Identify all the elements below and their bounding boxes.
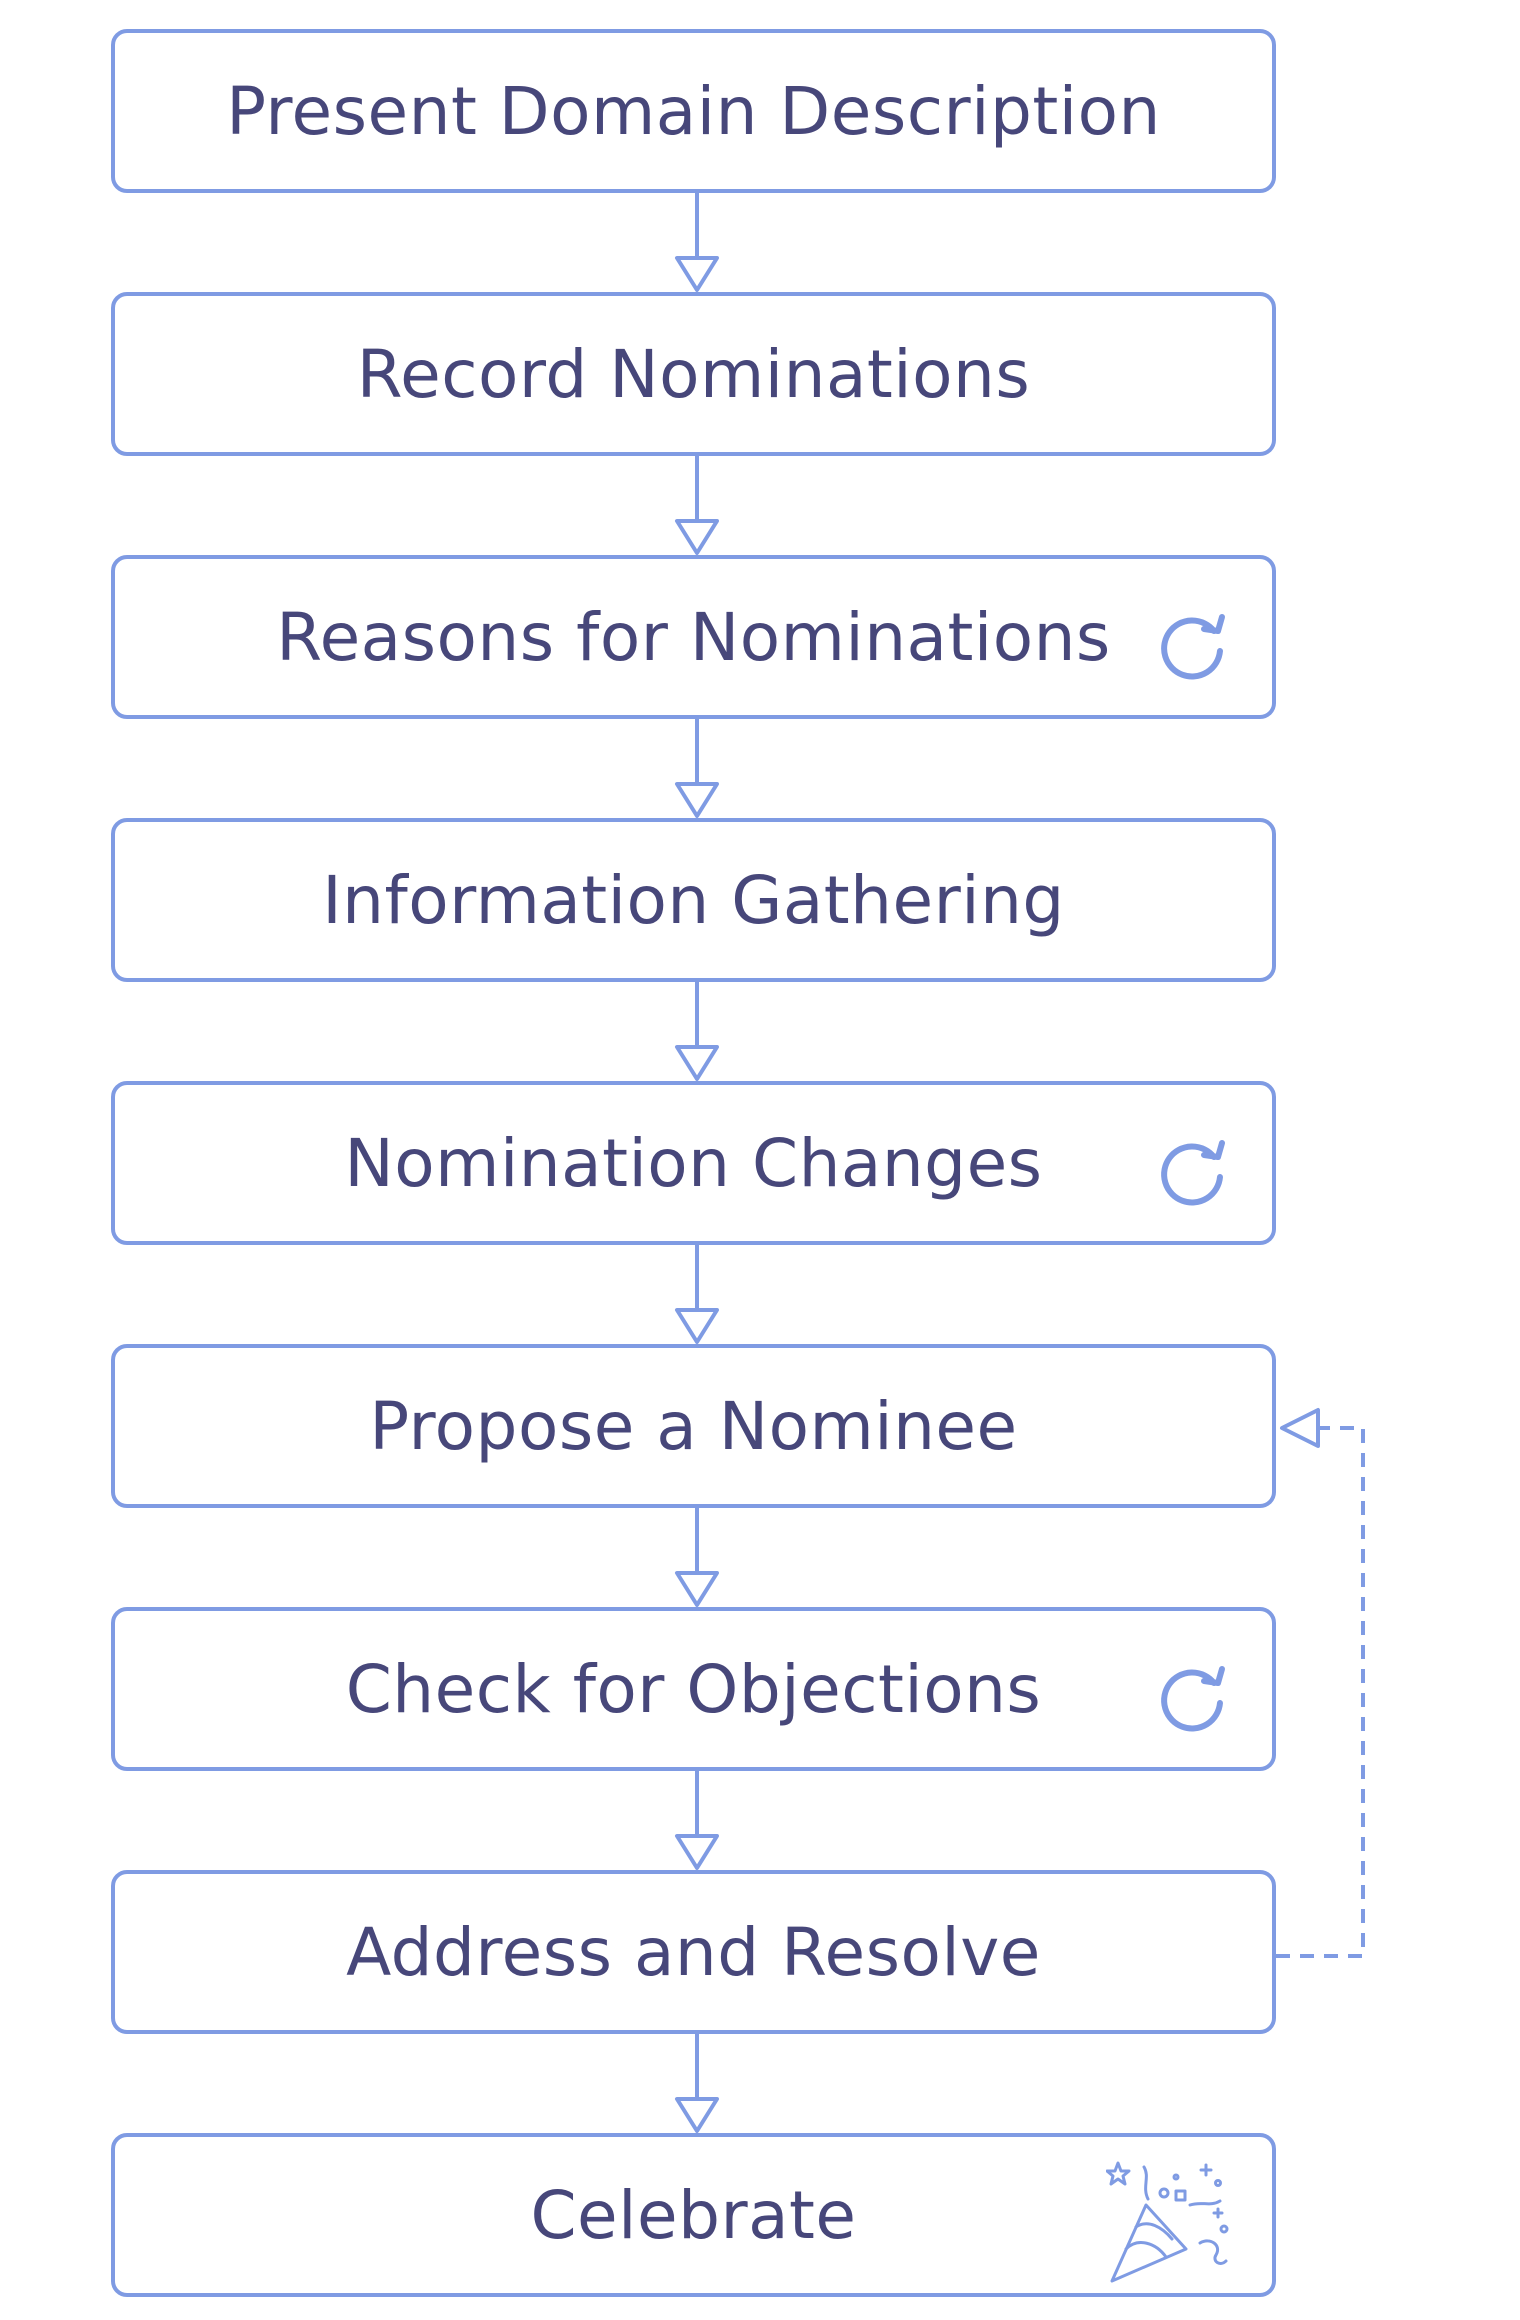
step-nomination-changes[interactable]: Nomination Changes [111, 1081, 1276, 1245]
connector-arrowhead [675, 1571, 719, 1607]
connector-arrowhead [675, 256, 719, 292]
step-label: Nomination Changes [344, 1124, 1043, 1202]
step-label: Propose a Nominee [369, 1387, 1018, 1465]
step-reasons-for-nominations[interactable]: Reasons for Nominations [111, 555, 1276, 719]
loop-back-arrowhead [1280, 1408, 1320, 1448]
step-label: Check for Objections [345, 1650, 1042, 1728]
step-label: Present Domain Description [226, 72, 1161, 150]
step-label: Reasons for Nominations [276, 598, 1111, 676]
step-propose-a-nominee[interactable]: Propose a Nominee [111, 1344, 1276, 1508]
connector-arrowhead [675, 782, 719, 818]
repeat-icon [1161, 1140, 1225, 1206]
step-address-and-resolve[interactable]: Address and Resolve [111, 1870, 1276, 2034]
step-label: Record Nominations [356, 335, 1031, 413]
connector-arrowhead [675, 519, 719, 555]
step-check-for-objections[interactable]: Check for Objections [111, 1607, 1276, 1771]
connector-arrowhead [675, 1834, 719, 1870]
connector-arrowhead [675, 1045, 719, 1081]
step-record-nominations[interactable]: Record Nominations [111, 292, 1276, 456]
loop-back-line [1276, 1426, 1365, 1958]
confetti-party-icon [1106, 2161, 1229, 2283]
step-label: Information Gathering [322, 861, 1065, 939]
step-celebrate[interactable]: Celebrate [111, 2133, 1276, 2297]
step-label: Address and Resolve [346, 1913, 1041, 1991]
repeat-icon [1161, 614, 1225, 680]
step-label: Celebrate [530, 2176, 857, 2254]
repeat-icon [1161, 1666, 1225, 1732]
connector-arrowhead [675, 2097, 719, 2133]
step-information-gathering[interactable]: Information Gathering [111, 818, 1276, 982]
step-present-domain-description[interactable]: Present Domain Description [111, 29, 1276, 193]
connector-arrowhead [675, 1308, 719, 1344]
